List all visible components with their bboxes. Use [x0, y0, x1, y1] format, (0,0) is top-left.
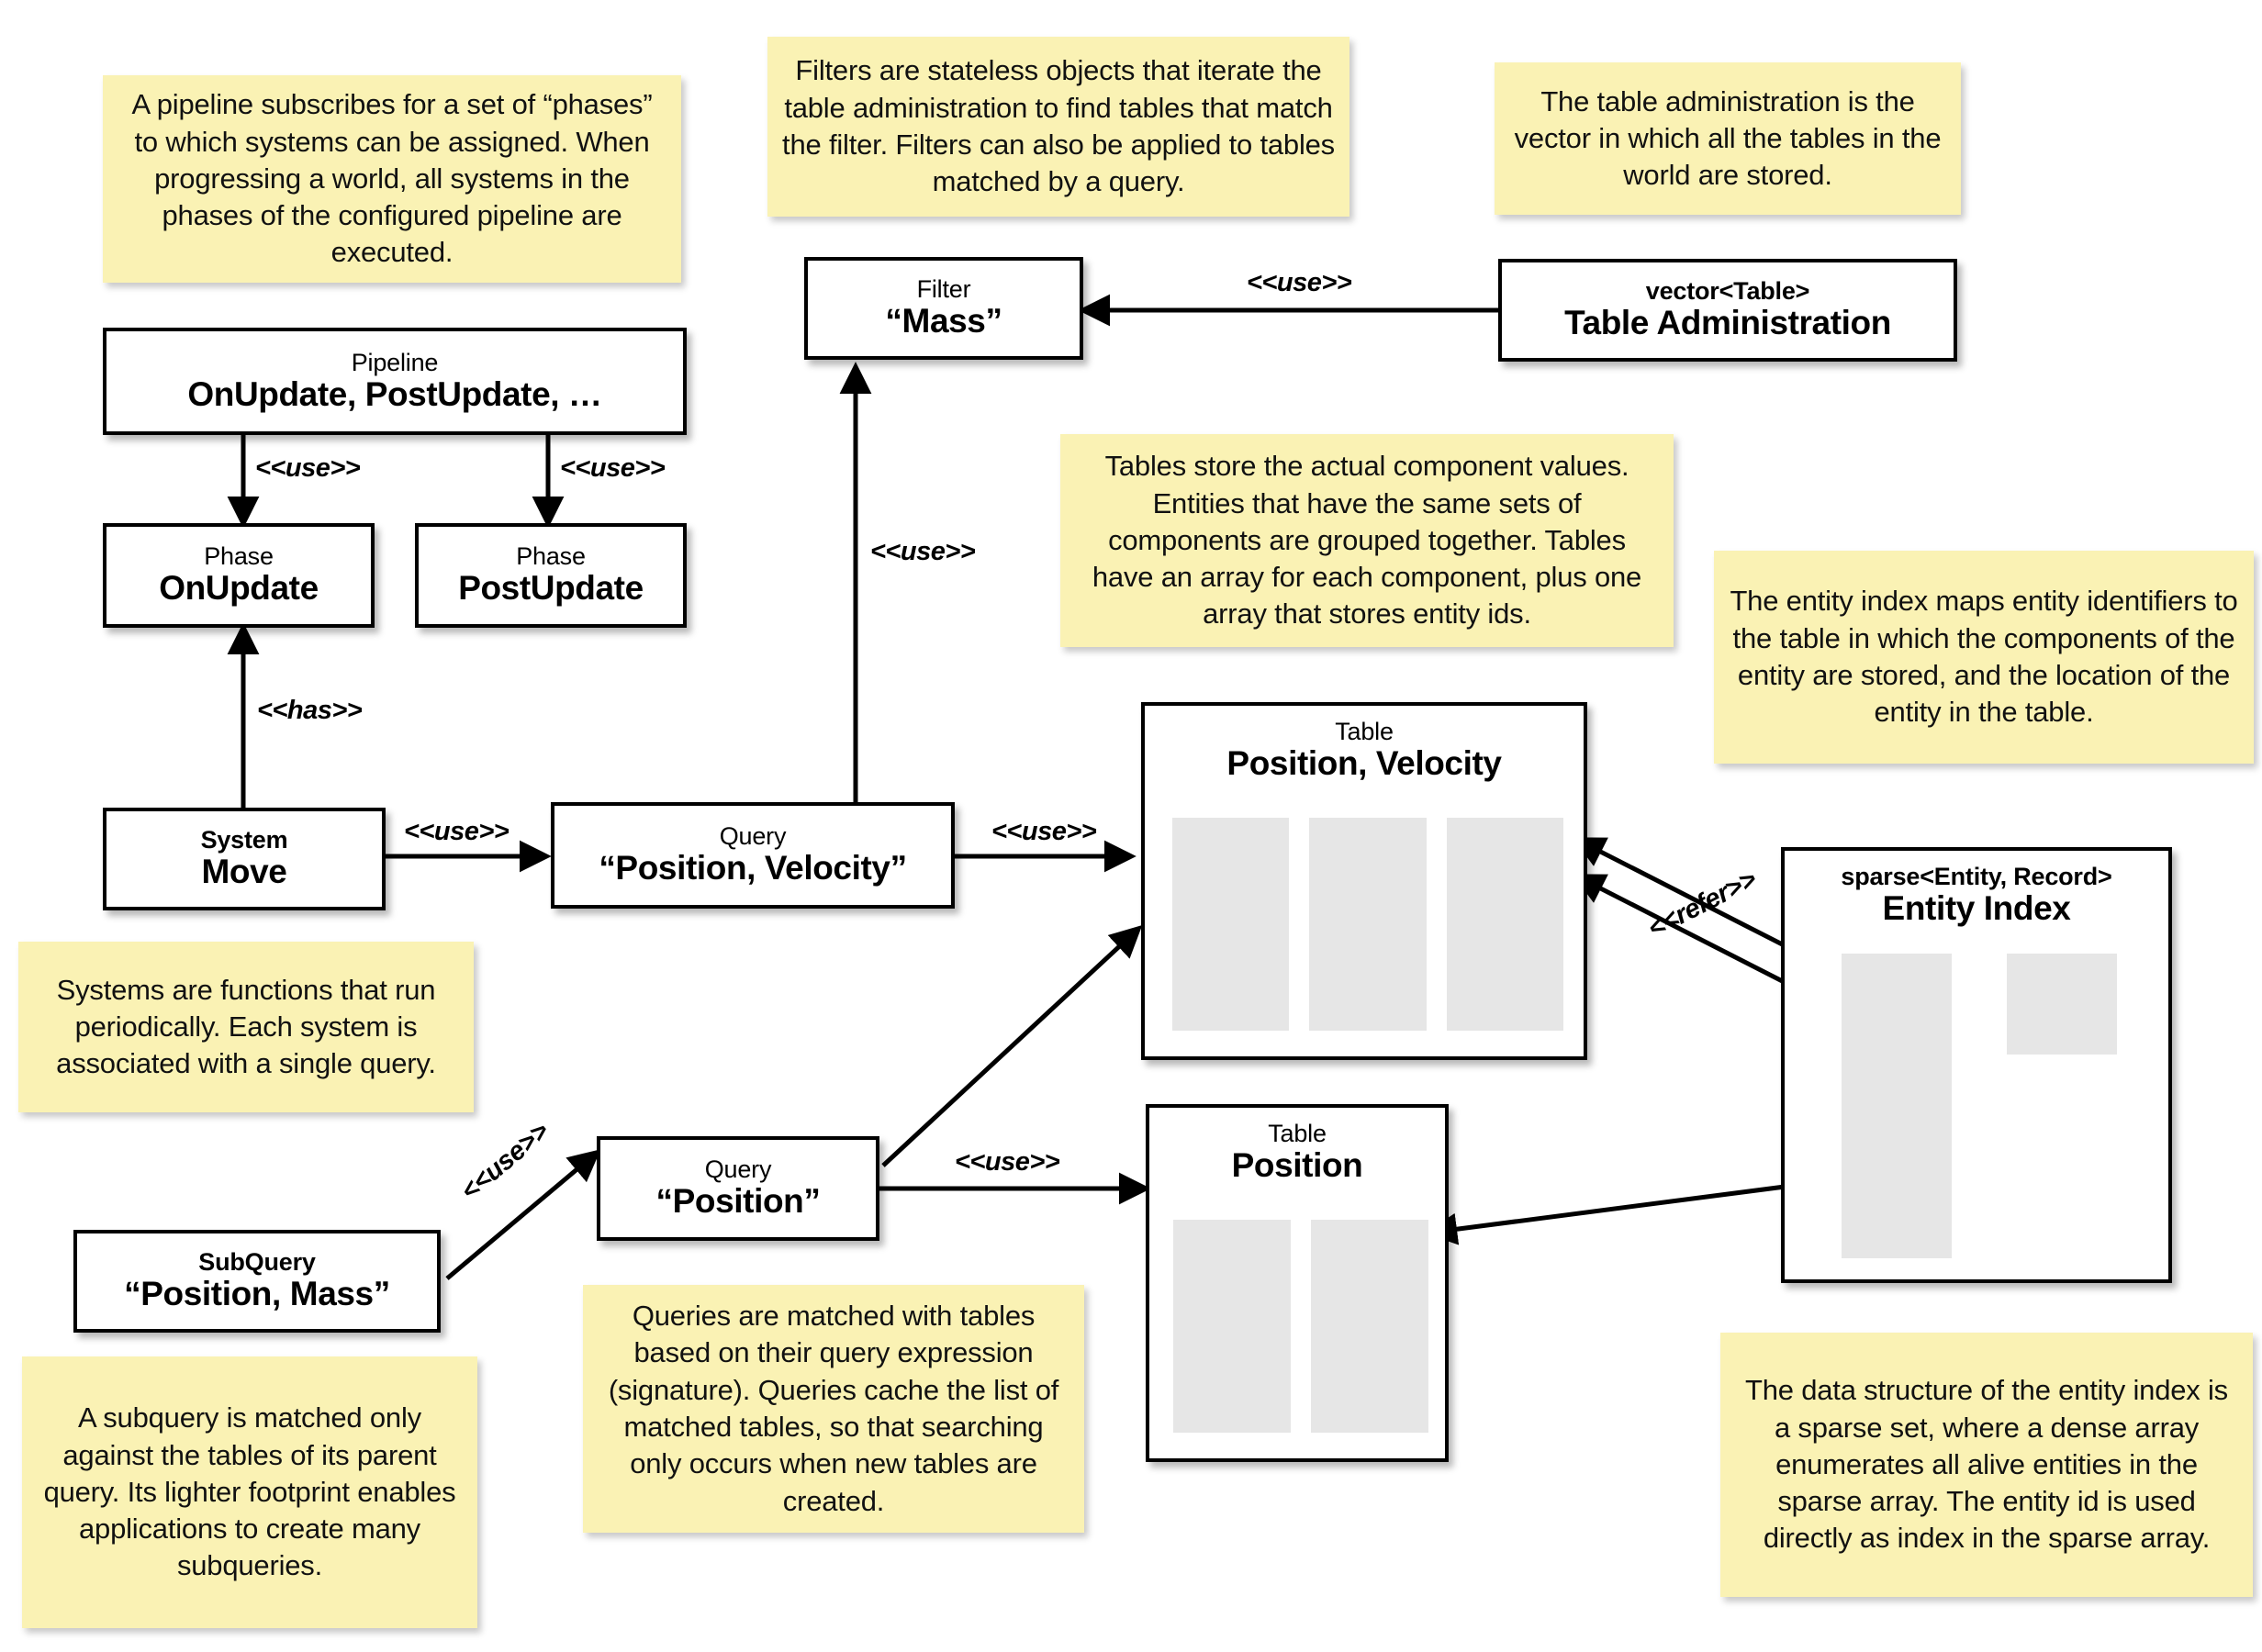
array-column — [1173, 1220, 1291, 1433]
box-entity-index[interactable]: sparse<Entity, Record> Entity Index — [1781, 847, 2172, 1283]
box-pipeline[interactable]: Pipeline OnUpdate, PostUpdate, … — [103, 328, 687, 435]
note-table-administration-text: The table administration is the vector i… — [1514, 84, 1942, 192]
box-subquery-position-mass-stereotype: SubQuery — [198, 1248, 316, 1277]
wire-queryposition-to-table-pv — [881, 925, 1143, 1167]
box-table-administration[interactable]: vector<Table> Table Administration — [1498, 259, 1957, 362]
note-query-text: Queries are matched with tables based on… — [608, 1300, 1059, 1517]
box-system-move-name: Move — [201, 853, 287, 891]
note-sparse-set: The data structure of the entity index i… — [1720, 1333, 2253, 1597]
box-table-position-name: Position — [1231, 1146, 1363, 1185]
label-system-to-phase: <<has>> — [257, 696, 363, 725]
note-filter-text: Filters are stateless objects that itera… — [782, 54, 1335, 198]
box-entity-index-stereotype: sparse<Entity, Record> — [1841, 863, 2112, 890]
box-query-position-name: “Position” — [655, 1182, 821, 1221]
box-filter-mass[interactable]: Filter “Mass” — [804, 257, 1083, 360]
label-pipeline-to-postupdate: <<use>> — [560, 453, 666, 483]
box-phase-postupdate-name: PostUpdate — [458, 569, 644, 608]
label-subquery-to-query: <<use>> — [455, 1116, 555, 1207]
array-column — [1172, 818, 1290, 1031]
box-phase-onupdate-stereotype: Phase — [204, 542, 274, 571]
box-table-position-velocity[interactable]: Table Position, Velocity — [1141, 702, 1587, 1060]
box-query-position-velocity-stereotype: Query — [719, 822, 787, 851]
box-query-position[interactable]: Query “Position” — [597, 1136, 879, 1241]
box-phase-postupdate[interactable]: Phase PostUpdate — [415, 523, 687, 628]
note-filter: Filters are stateless objects that itera… — [767, 37, 1349, 217]
box-table-position-velocity-name: Position, Velocity — [1226, 744, 1502, 783]
note-query: Queries are matched with tables based on… — [583, 1285, 1084, 1533]
box-table-position[interactable]: Table Position — [1146, 1104, 1449, 1462]
label-entityindex-to-table: <<refer>> — [1643, 865, 1762, 944]
dense-array — [2007, 954, 2117, 1055]
note-entity-index: The entity index maps entity identifiers… — [1714, 551, 2254, 764]
box-filter-mass-stereotype: Filter — [916, 275, 971, 304]
label-query-to-table-pv: <<use>> — [991, 817, 1097, 846]
box-system-move-stereotype: System — [200, 826, 288, 854]
box-phase-onupdate[interactable]: Phase OnUpdate — [103, 523, 375, 628]
note-pipeline: A pipeline subscribes for a set of “phas… — [103, 75, 681, 283]
box-query-position-stereotype: Query — [704, 1155, 772, 1184]
array-column — [1446, 818, 1563, 1031]
note-subquery-text: A subquery is matched only against the t… — [43, 1401, 456, 1582]
label-pipeline-to-onupdate: <<use>> — [255, 453, 361, 483]
note-table-text: Tables store the actual component values… — [1092, 450, 1642, 631]
wire-entityindex-to-table-position — [1425, 1177, 1842, 1245]
box-query-position-velocity-name: “Position, Velocity” — [599, 849, 907, 887]
box-subquery-position-mass[interactable]: SubQuery “Position, Mass” — [73, 1230, 441, 1333]
box-system-move[interactable]: System Move — [103, 808, 386, 910]
box-pipeline-name: OnUpdate, PostUpdate, … — [187, 374, 602, 413]
note-system: Systems are functions that run periodica… — [18, 942, 474, 1112]
note-system-text: Systems are functions that run periodica… — [56, 973, 436, 1080]
box-entity-index-name: Entity Index — [1882, 889, 2071, 928]
sparse-array — [1842, 954, 1952, 1258]
box-table-position-velocity-stereotype: Table — [1335, 718, 1394, 745]
label-query-to-filter: <<use>> — [870, 537, 976, 566]
label-queryposition-to-table-p: <<use>> — [955, 1147, 1060, 1177]
box-query-position-velocity[interactable]: Query “Position, Velocity” — [551, 802, 955, 909]
note-pipeline-text: A pipeline subscribes for a set of “phas… — [131, 88, 653, 269]
array-column — [1311, 1220, 1428, 1433]
box-table-position-stereotype: Table — [1268, 1120, 1327, 1147]
array-column — [1309, 818, 1427, 1031]
note-table: Tables store the actual component values… — [1060, 434, 1674, 647]
label-tableadmin-to-filter: <<use>> — [1247, 268, 1352, 297]
note-subquery: A subquery is matched only against the t… — [22, 1356, 477, 1628]
table-position-velocity-arrays — [1172, 818, 1563, 1031]
table-position-arrays — [1173, 1220, 1428, 1433]
box-phase-onupdate-name: OnUpdate — [159, 569, 319, 608]
box-table-administration-stereotype: vector<Table> — [1645, 277, 1810, 306]
box-table-administration-name: Table Administration — [1564, 304, 1891, 342]
label-system-to-query: <<use>> — [404, 817, 510, 846]
note-table-administration: The table administration is the vector i… — [1495, 62, 1961, 215]
box-phase-postupdate-stereotype: Phase — [516, 542, 586, 571]
box-subquery-position-mass-name: “Position, Mass” — [124, 1275, 390, 1313]
note-entity-index-text: The entity index maps entity identifiers… — [1730, 585, 2238, 729]
box-pipeline-stereotype: Pipeline — [351, 348, 439, 376]
box-filter-mass-name: “Mass” — [885, 302, 1002, 340]
note-sparse-set-text: The data structure of the entity index i… — [1745, 1374, 2228, 1555]
